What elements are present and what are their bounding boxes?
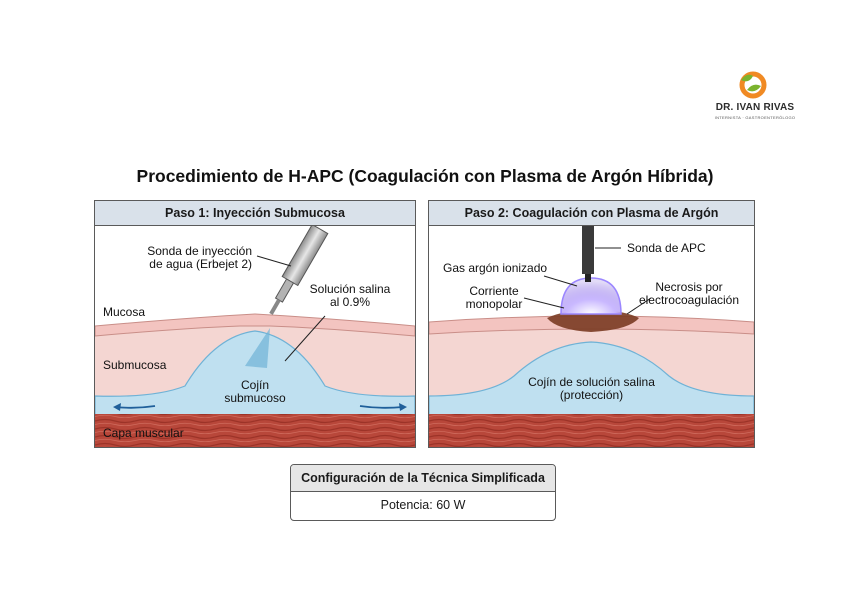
necrosis-leader	[626, 297, 652, 315]
mucosa-label: Mucosa	[103, 305, 146, 319]
apc-probe	[582, 226, 594, 274]
step2-illustration	[429, 226, 754, 447]
step1-panel: Paso 1: Inyección Submucosa	[94, 200, 416, 448]
mucosa-layer	[95, 313, 415, 337]
probe-leader	[256, 255, 292, 267]
muscle-layer	[429, 414, 754, 447]
necrosis-label: Necrosis por electrocoagulación	[638, 280, 740, 307]
gas-label: Gas argón ionizado	[443, 261, 548, 275]
submucosa-label: Submucosa	[103, 358, 167, 372]
saline-label: Solución salina al 0.9%	[309, 282, 391, 309]
config-title: Configuración de la Técnica Simplificada	[291, 465, 555, 492]
injection-probe	[269, 226, 329, 315]
logo: DR. IVAN RIVAS INTERNISTA · GASTROENTERÓ…	[700, 70, 810, 125]
cushion-label: Cojín de solución salina (protección)	[528, 375, 655, 402]
muscle-layer	[95, 414, 415, 447]
config-box: Configuración de la Técnica Simplificada…	[290, 464, 556, 521]
cushion-label: Cojín submucoso	[224, 378, 286, 405]
apc-probe-label: Sonda de APC	[627, 241, 706, 255]
water-jet	[245, 328, 270, 368]
saline-leader	[284, 315, 326, 362]
probe-label: Sonda de inyección de agua (Erbejet 2)	[147, 244, 252, 271]
right-flow-arrow	[359, 405, 404, 409]
current-leader	[523, 297, 565, 309]
necrosis-area	[547, 310, 639, 332]
logo-mark-icon	[739, 71, 767, 99]
gas-leader	[543, 275, 578, 287]
page-title: Procedimiento de H-APC (Coagulación con …	[136, 166, 714, 186]
current-label: Corriente monopolar	[465, 284, 523, 311]
muscle-label: Capa muscular	[103, 426, 184, 440]
step1-header: Paso 1: Inyección Submucosa	[95, 201, 415, 226]
config-power: Potencia: 60 W	[380, 498, 466, 512]
submucosal-cushion	[95, 330, 415, 417]
logo-subtitle: INTERNISTA · GASTROENTERÓLOGO	[714, 115, 796, 120]
saline-cushion	[429, 341, 754, 417]
step2-header: Paso 2: Coagulación con Plasma de Argón	[429, 201, 754, 226]
argon-plasma	[560, 277, 622, 315]
step2-panel: Paso 2: Coagulación con Plasma de Argón	[428, 200, 755, 448]
step1-illustration	[95, 226, 415, 447]
logo-name: DR. IVAN RIVAS	[715, 102, 795, 113]
